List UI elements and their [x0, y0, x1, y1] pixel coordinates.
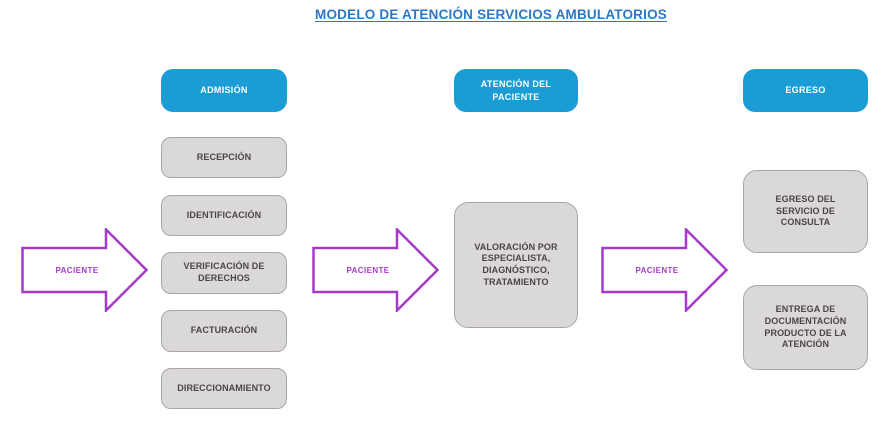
- page-title: MODELO DE ATENCIÓN SERVICIOS AMBULATORIO…: [315, 7, 667, 22]
- step-box-valoracion: VALORACIÓN POR ESPECIALISTA, DIAGNÓSTICO…: [454, 202, 578, 328]
- paciente-arrow-3: PACIENTE: [601, 228, 728, 312]
- step-box-verificacion-de-derechos: VERIFICACIÓN DE DERECHOS: [161, 252, 287, 294]
- step-box-direccionamiento: DIRECCIONAMIENTO: [161, 368, 287, 409]
- step-box-identificacion: IDENTIFICACIÓN: [161, 195, 287, 236]
- right-arrow-icon: [21, 228, 148, 312]
- paciente-arrow-1: PACIENTE: [21, 228, 148, 312]
- right-arrow-icon: [601, 228, 728, 312]
- paciente-arrow-2: PACIENTE: [312, 228, 439, 312]
- stage-header-atencion-del-paciente: ATENCIÓN DEL PACIENTE: [454, 69, 578, 112]
- paciente-arrow-label: PACIENTE: [55, 265, 99, 275]
- step-box-egreso-servicio-consulta: EGRESO DEL SERVICIO DE CONSULTA: [743, 170, 868, 253]
- paciente-arrow-label: PACIENTE: [346, 265, 390, 275]
- step-box-recepcion: RECEPCIÓN: [161, 137, 287, 178]
- paciente-arrow-label: PACIENTE: [635, 265, 679, 275]
- step-box-facturacion: FACTURACIÓN: [161, 310, 287, 352]
- stage-header-egreso: EGRESO: [743, 69, 868, 112]
- stage-header-admision: ADMISIÓN: [161, 69, 287, 112]
- right-arrow-icon: [312, 228, 439, 312]
- step-box-entrega-documentacion: ENTREGA DE DOCUMENTACIÓN PRODUCTO DE LA …: [743, 285, 868, 370]
